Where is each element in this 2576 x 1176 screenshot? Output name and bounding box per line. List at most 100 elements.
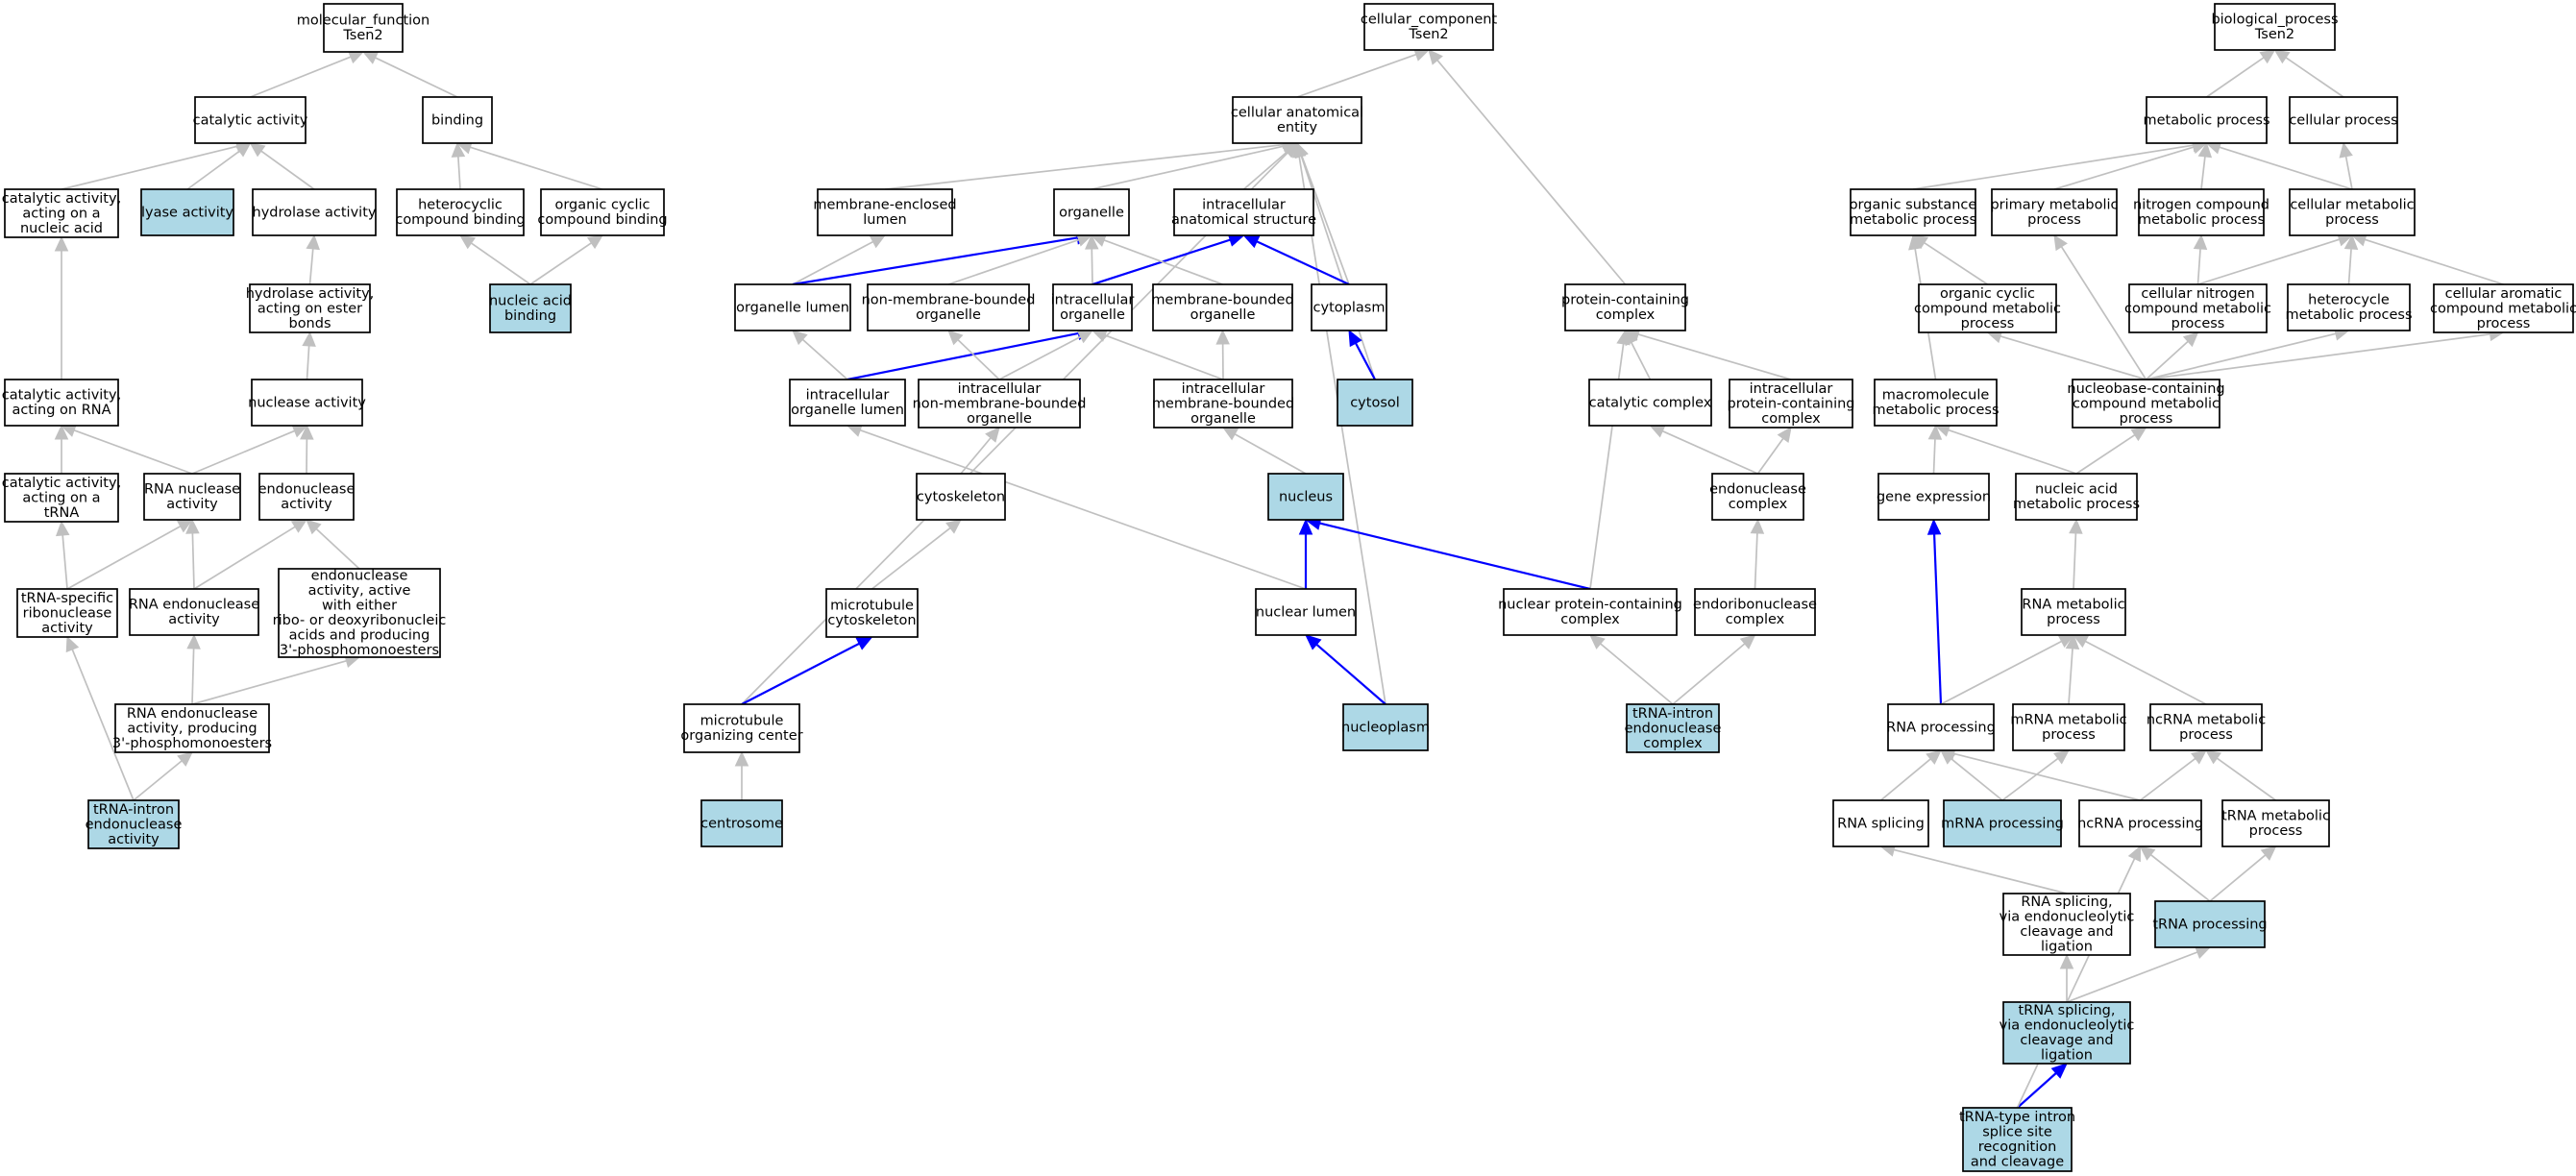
- node-label-line: cytoskeleton: [827, 613, 916, 628]
- edge-line: [73, 429, 193, 475]
- go-term-node-nucleus[interactable]: nucleus: [1267, 473, 1344, 521]
- edge-na_met-to-nucbase_met: [2075, 427, 2147, 475]
- go-term-node-rna_proc[interactable]: RNA processing: [1886, 703, 1996, 751]
- go-term-node-hydrolase[interactable]: hydrolase activity: [252, 188, 377, 236]
- edge-trna_met-to-ncrna_met: [2205, 749, 2276, 801]
- go-term-node-rna_splicing[interactable]: RNA splicing: [1832, 799, 1929, 847]
- go-term-node-trna_proc[interactable]: tRNA processing: [2152, 900, 2268, 948]
- node-label-line: ncRNA metabolic: [2147, 713, 2266, 728]
- go-term-node-nuclease[interactable]: nuclease activity: [248, 379, 366, 427]
- node-label-line: nuclear protein-containing: [1498, 598, 1682, 613]
- node-box: [734, 283, 851, 331]
- go-term-node-centrosome[interactable]: centrosome: [700, 799, 783, 847]
- go-term-node-cytoplasm[interactable]: cytoplasm: [1311, 283, 1387, 331]
- go-term-node-cat_rna[interactable]: catalytic activity,acting on RNA: [2, 379, 121, 427]
- node-label-line: binding: [504, 308, 556, 324]
- edge-arrowhead: [734, 750, 749, 767]
- edge-endoribo_complex-to-endo_complex: [1750, 518, 1765, 590]
- node-label-line: organelle: [1059, 205, 1124, 220]
- node-label-line: organelle lumen: [791, 403, 904, 418]
- go-term-node-ncrna_proc[interactable]: ncRNA processing: [2077, 799, 2203, 847]
- edge-line: [2066, 951, 2198, 1003]
- go-term-node-catalytic[interactable]: catalytic activity: [193, 96, 308, 144]
- go-term-node-cellular_proc[interactable]: cellular process: [2289, 96, 2398, 144]
- go-term-node-cytoskeleton[interactable]: cytoskeleton: [916, 473, 1006, 521]
- go-term-node-trna_splice_endo[interactable]: tRNA splicing,via endonucleolyticcleavag…: [1999, 1001, 2135, 1065]
- go-term-node-rna_splice_endo[interactable]: RNA splicing,via endonucleolyticcleavage…: [1999, 893, 2135, 956]
- go-term-node-org_lumen[interactable]: organelle lumen: [734, 283, 851, 331]
- node-box: [1152, 283, 1293, 331]
- go-term-node-gene_expr[interactable]: gene expression: [1877, 473, 1991, 521]
- node-label-line: organic substance: [1850, 198, 1977, 213]
- go-term-node-binding[interactable]: binding: [422, 96, 493, 144]
- node-label-line: endonuclease: [1709, 482, 1806, 498]
- edge-line: [186, 150, 240, 190]
- node-label-line: Tsen2: [1408, 27, 1448, 42]
- go-term-node-cytosol[interactable]: cytosol: [1337, 379, 1413, 427]
- node-label-line: complex: [1560, 612, 1620, 627]
- go-term-node-ic_nonmem_org[interactable]: intracellularnon-membrane-boundedorganel…: [913, 379, 1087, 429]
- go-term-node-nucleoplasm[interactable]: nucleoplasm: [1341, 703, 1430, 751]
- node-label-line: microtubule: [830, 599, 914, 614]
- node-box: [1503, 588, 1678, 636]
- node-label-line: ncRNA processing: [2077, 816, 2203, 831]
- go-term-node-cat_complex[interactable]: catalytic complex: [1588, 379, 1712, 427]
- go-term-node-metabolic[interactable]: metabolic process: [2143, 96, 2270, 144]
- go-term-node-mrna_proc[interactable]: mRNA processing: [1941, 799, 2064, 847]
- edge-line: [375, 57, 458, 98]
- edge-line: [1296, 53, 1417, 98]
- go-term-node-lyase[interactable]: lyase activity: [140, 188, 234, 236]
- node-label-line: activity: [281, 497, 332, 512]
- go-term-node-organelle[interactable]: organelle: [1053, 188, 1130, 236]
- go-term-node-nuc_lumen[interactable]: nuclear lumen: [1255, 588, 1357, 636]
